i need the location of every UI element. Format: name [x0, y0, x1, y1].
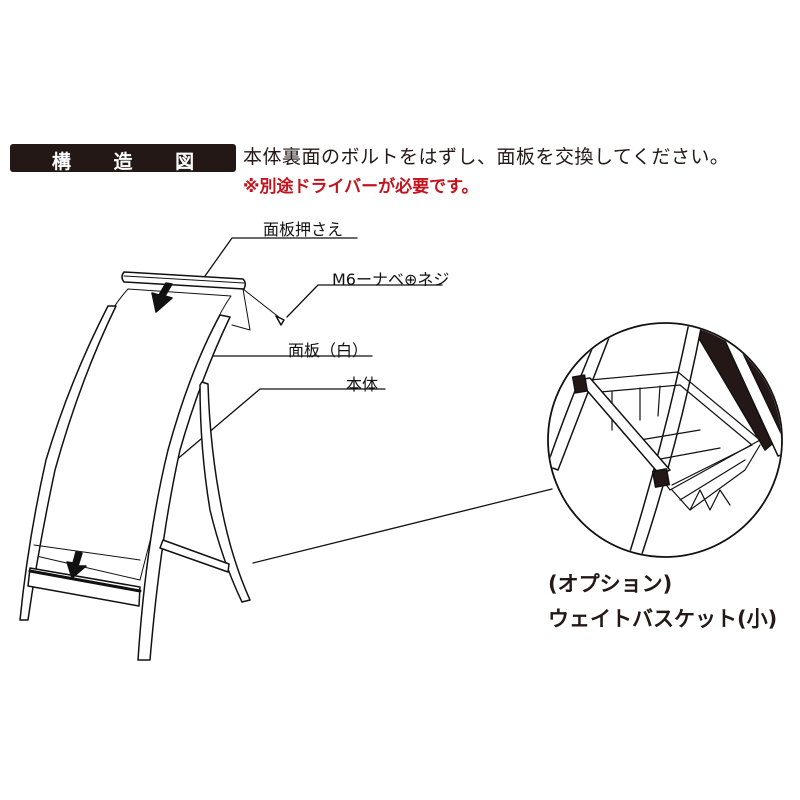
title-text: 構 造 図 [51, 151, 213, 173]
leader-body [167, 388, 386, 468]
label-face-plate-holder: 面板押さえ [263, 220, 344, 239]
label-face-plate: 面板（白） [288, 341, 369, 360]
option-label: (オプション) [548, 572, 673, 596]
arrow-down-icon [66, 551, 87, 579]
warning-text: ※別途ドライバーが必要です。 [243, 177, 479, 197]
leader-screw [286, 284, 443, 318]
option-product-name: ウェイトバスケット(小) [548, 607, 778, 631]
instruction-text: 本体裏面のボルトをはずし、面板を交換してください。 [243, 146, 730, 168]
title-bar: 構 造 図 [10, 144, 236, 173]
arrow-down-icon [151, 282, 173, 313]
label-screw: M6ーナベ⊕ネジ [332, 270, 450, 289]
face-plate-holder [121, 271, 247, 290]
screw-icon [275, 315, 285, 326]
leader-holder [204, 237, 358, 277]
leader-basket [252, 488, 553, 564]
